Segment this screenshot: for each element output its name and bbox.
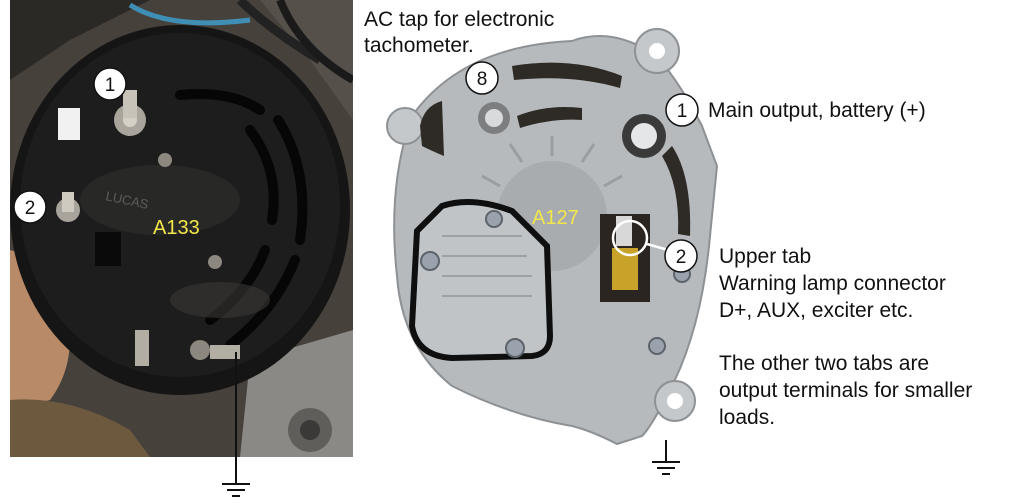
alternator-a127-illustration: A127	[386, 28, 719, 446]
callout-right-1-number: 1	[677, 101, 688, 122]
alternator-a127-photo: A127	[372, 6, 730, 446]
callout-right-8-number: 8	[477, 69, 488, 90]
callout-left-2-number: 2	[25, 198, 36, 219]
ground-symbol-left	[222, 457, 250, 497]
tach-label-line1: AC tap for electronic	[364, 8, 555, 31]
callout-left-1: 1	[93, 67, 127, 101]
upper-tab-label-line2: Warning lamp connector	[719, 272, 946, 295]
alternator-a133-illustration: LUCAS A133	[10, 0, 353, 457]
other-tabs-label-line2: output terminals for smaller	[719, 379, 973, 402]
upper-tab-label-line1: Upper tab	[719, 245, 812, 268]
other-tabs-label-line1: The other two tabs are	[719, 352, 930, 375]
model-label-a127: A127	[532, 207, 579, 229]
callout-right-2: 2	[664, 239, 698, 273]
callout-left-2: 2	[13, 190, 47, 224]
callout-right-8: 8	[465, 61, 499, 95]
callout-right-2-number: 2	[676, 247, 687, 268]
callout-right-1: 1	[665, 93, 699, 127]
model-label-a133: A133	[153, 217, 200, 239]
alternator-a133-photo: LUCAS A133	[10, 0, 353, 457]
upper-tab-label-line3: D+, AUX, exciter etc.	[719, 299, 914, 322]
callout-left-1-number: 1	[105, 75, 116, 96]
ground-symbol-right	[652, 440, 680, 475]
tach-label-line2: tachometer.	[364, 34, 474, 57]
main-output-label: Main output, battery (+)	[708, 99, 926, 122]
other-tabs-label-line3: loads.	[719, 406, 776, 429]
